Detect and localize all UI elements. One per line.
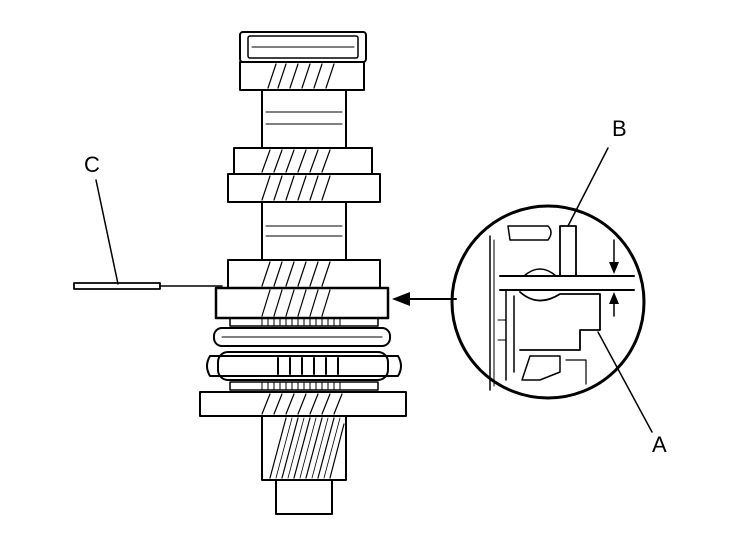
leader-line-c bbox=[95, 179, 119, 285]
leader-line-a bbox=[597, 331, 653, 433]
callout-c: C bbox=[84, 152, 100, 177]
feeler-gauge bbox=[73, 282, 223, 290]
detail-pointer-arrow bbox=[392, 292, 457, 306]
callout-a: A bbox=[652, 432, 667, 457]
synchro-hub bbox=[213, 327, 391, 347]
detail-magnifier bbox=[450, 204, 646, 400]
fourth-gear bbox=[227, 259, 381, 289]
lower-shaft bbox=[261, 415, 347, 481]
leader-line-b bbox=[567, 147, 609, 227]
third-gear bbox=[227, 173, 381, 203]
measured-gear bbox=[214, 286, 390, 320]
callout-b: B bbox=[612, 116, 627, 141]
synchro-sleeve bbox=[206, 351, 402, 381]
top-gear bbox=[239, 61, 365, 91]
synchro-ring bbox=[229, 317, 379, 327]
shaft-end bbox=[275, 479, 333, 515]
shaft-assembly bbox=[199, 31, 407, 515]
upper-shaft bbox=[261, 89, 347, 149]
second-gear bbox=[233, 147, 373, 175]
bottom-gear bbox=[199, 391, 407, 417]
lower-synchro-ring bbox=[229, 381, 379, 391]
middle-shaft bbox=[261, 201, 347, 261]
